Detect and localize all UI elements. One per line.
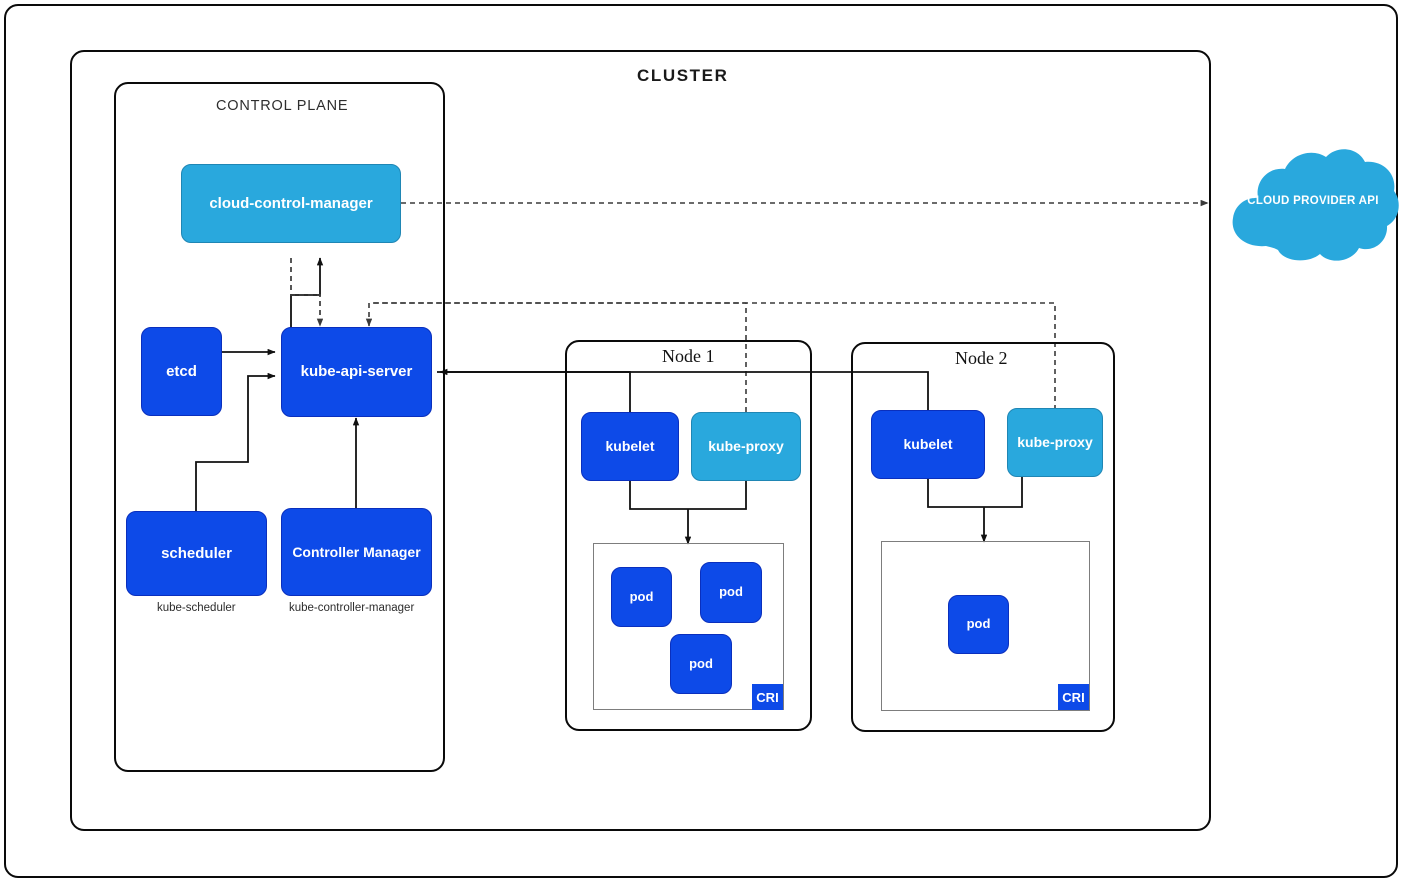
node-2-title: Node 2 <box>955 348 1008 368</box>
controller-manager-box[interactable]: Controller Manager <box>281 508 432 596</box>
cloud-provider-api-label: CLOUD PROVIDER API <box>1247 195 1379 207</box>
node-1-pod-1[interactable]: pod <box>611 567 672 627</box>
node-2-kube-proxy-box[interactable]: kube-proxy <box>1007 408 1103 477</box>
controller-manager-label: Controller Manager <box>292 543 421 560</box>
node-1-kube-proxy-label: kube-proxy <box>708 438 784 455</box>
node-1-box <box>565 340 812 731</box>
node-2-kubelet-box[interactable]: kubelet <box>871 410 985 479</box>
node-2-cri-badge: CRI <box>1058 684 1089 710</box>
node-1-pod-2[interactable]: pod <box>700 562 762 623</box>
node-1-pod-1-label: pod <box>629 588 654 604</box>
control-plane-box <box>114 82 445 772</box>
node-1-pod-2-label: pod <box>719 584 743 600</box>
node-1-pod-3[interactable]: pod <box>670 634 732 694</box>
node-2-pod-1-label: pod <box>966 616 991 632</box>
cluster-box <box>70 50 1211 831</box>
node-1-kubelet-label: kubelet <box>605 438 655 455</box>
node-1-cri-badge: CRI <box>752 684 783 710</box>
node-1-kubelet-box[interactable]: kubelet <box>581 412 679 481</box>
scheduler-label: scheduler <box>161 544 232 562</box>
control-plane-title: CONTROL PLANE <box>216 98 349 114</box>
outer-frame <box>4 4 1398 878</box>
node-1-pod-3-label: pod <box>689 655 713 671</box>
node-2-kube-proxy-label: kube-proxy <box>1017 434 1093 451</box>
node-2-pod-1[interactable]: pod <box>948 595 1009 654</box>
node-1-title: Node 1 <box>662 346 715 366</box>
kube-api-server-box[interactable]: kube-api-server <box>281 327 432 417</box>
cluster-title: CLUSTER <box>637 66 729 85</box>
cloud-control-manager-box[interactable]: cloud-control-manager <box>181 164 401 243</box>
etcd-box[interactable]: etcd <box>141 327 222 416</box>
cloud-provider-api-shape <box>1232 149 1399 261</box>
etcd-label: etcd <box>166 362 197 380</box>
node-1-cri-label: CRI <box>756 689 779 705</box>
node-2-box <box>851 342 1115 732</box>
kube-scheduler-caption: kube-scheduler <box>157 602 236 614</box>
node-2-container-runtime-box <box>881 541 1090 711</box>
node-1-container-runtime-box <box>593 543 784 710</box>
cloud-control-manager-label: cloud-control-manager <box>209 194 373 212</box>
node-1-kube-proxy-box[interactable]: kube-proxy <box>691 412 801 481</box>
node-2-cri-label: CRI <box>1062 689 1085 705</box>
kube-controller-manager-caption: kube-controller-manager <box>289 602 415 614</box>
scheduler-box[interactable]: scheduler <box>126 511 267 596</box>
node-2-kubelet-label: kubelet <box>903 436 953 453</box>
kube-api-server-label: kube-api-server <box>300 363 413 381</box>
